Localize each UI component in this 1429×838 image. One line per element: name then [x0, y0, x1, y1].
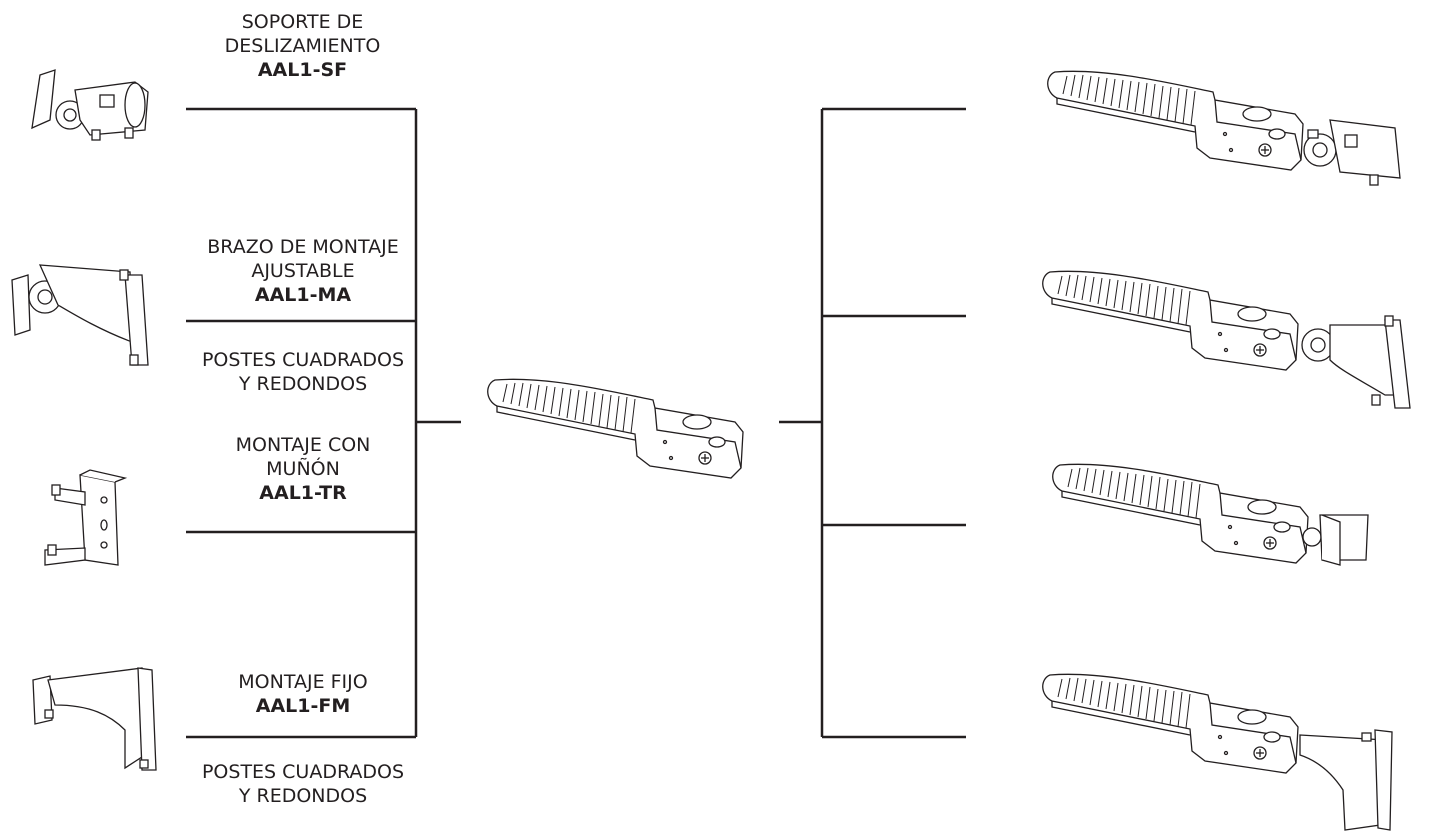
luminaire-with-fixed-mount-icon [1043, 674, 1392, 830]
luminaire-icon [488, 379, 743, 478]
luminaire-with-trunnion-icon [1053, 464, 1368, 565]
slip-fitter-mount-icon [32, 70, 148, 140]
luminaire-with-slip-fitter-icon [1048, 71, 1400, 185]
fixed-mount-icon [33, 668, 156, 770]
luminaire-with-adjustable-arm-icon [1043, 271, 1410, 408]
adjustable-arm-mount-icon [12, 265, 148, 365]
trunnion-mount-icon [45, 470, 125, 565]
